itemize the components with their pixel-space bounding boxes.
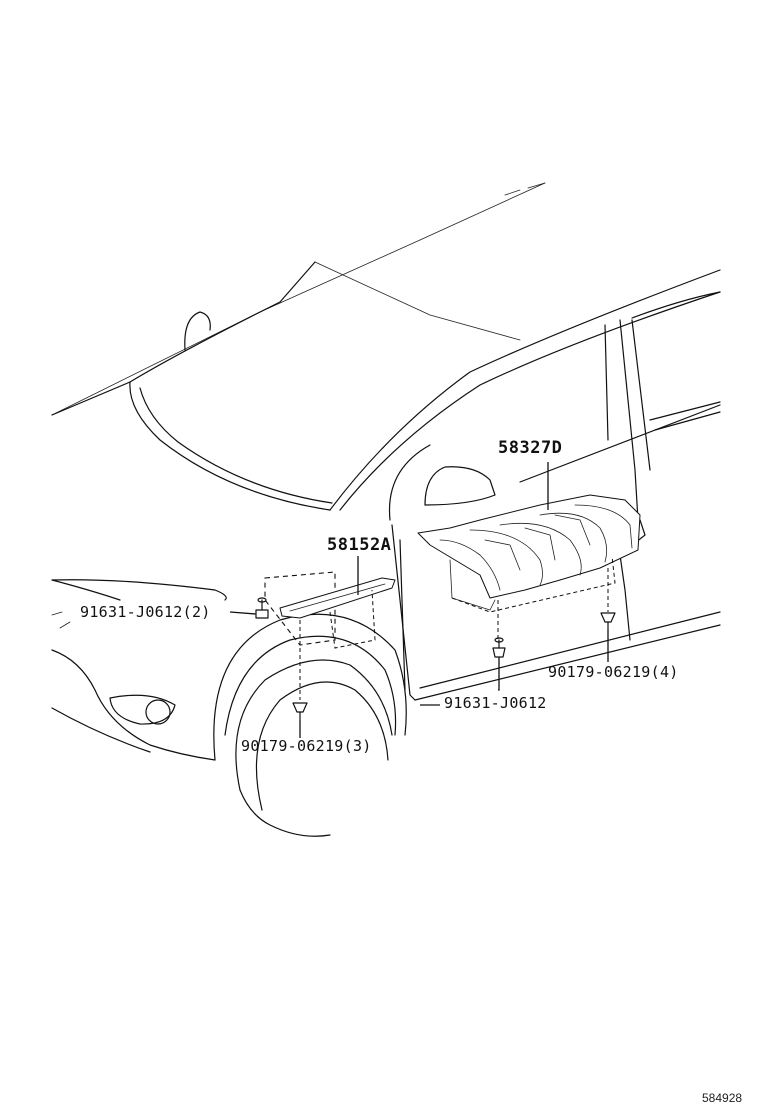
callout-58327D: 58327D bbox=[498, 438, 563, 458]
fastener-bolt-front bbox=[255, 597, 269, 619]
callout-91631-J0612: 91631-J0612 bbox=[444, 694, 547, 712]
fastener-clip-front bbox=[292, 702, 308, 721]
panel-part-rh bbox=[417, 494, 641, 642]
leader-lines bbox=[229, 462, 609, 738]
fastener-bolt-center bbox=[492, 637, 506, 658]
callout-91631-J0612-2: 91631-J0612(2) bbox=[80, 603, 211, 621]
callout-58152A: 58152A bbox=[327, 535, 392, 555]
diagram-id: 584928 bbox=[702, 1091, 743, 1105]
seal-part-front bbox=[279, 577, 396, 700]
callout-90179-06219-4: 90179-06219(4) bbox=[548, 663, 679, 681]
fastener-clip-rear bbox=[600, 612, 616, 631]
callout-90179-06219-3: 90179-06219(3) bbox=[241, 737, 372, 755]
